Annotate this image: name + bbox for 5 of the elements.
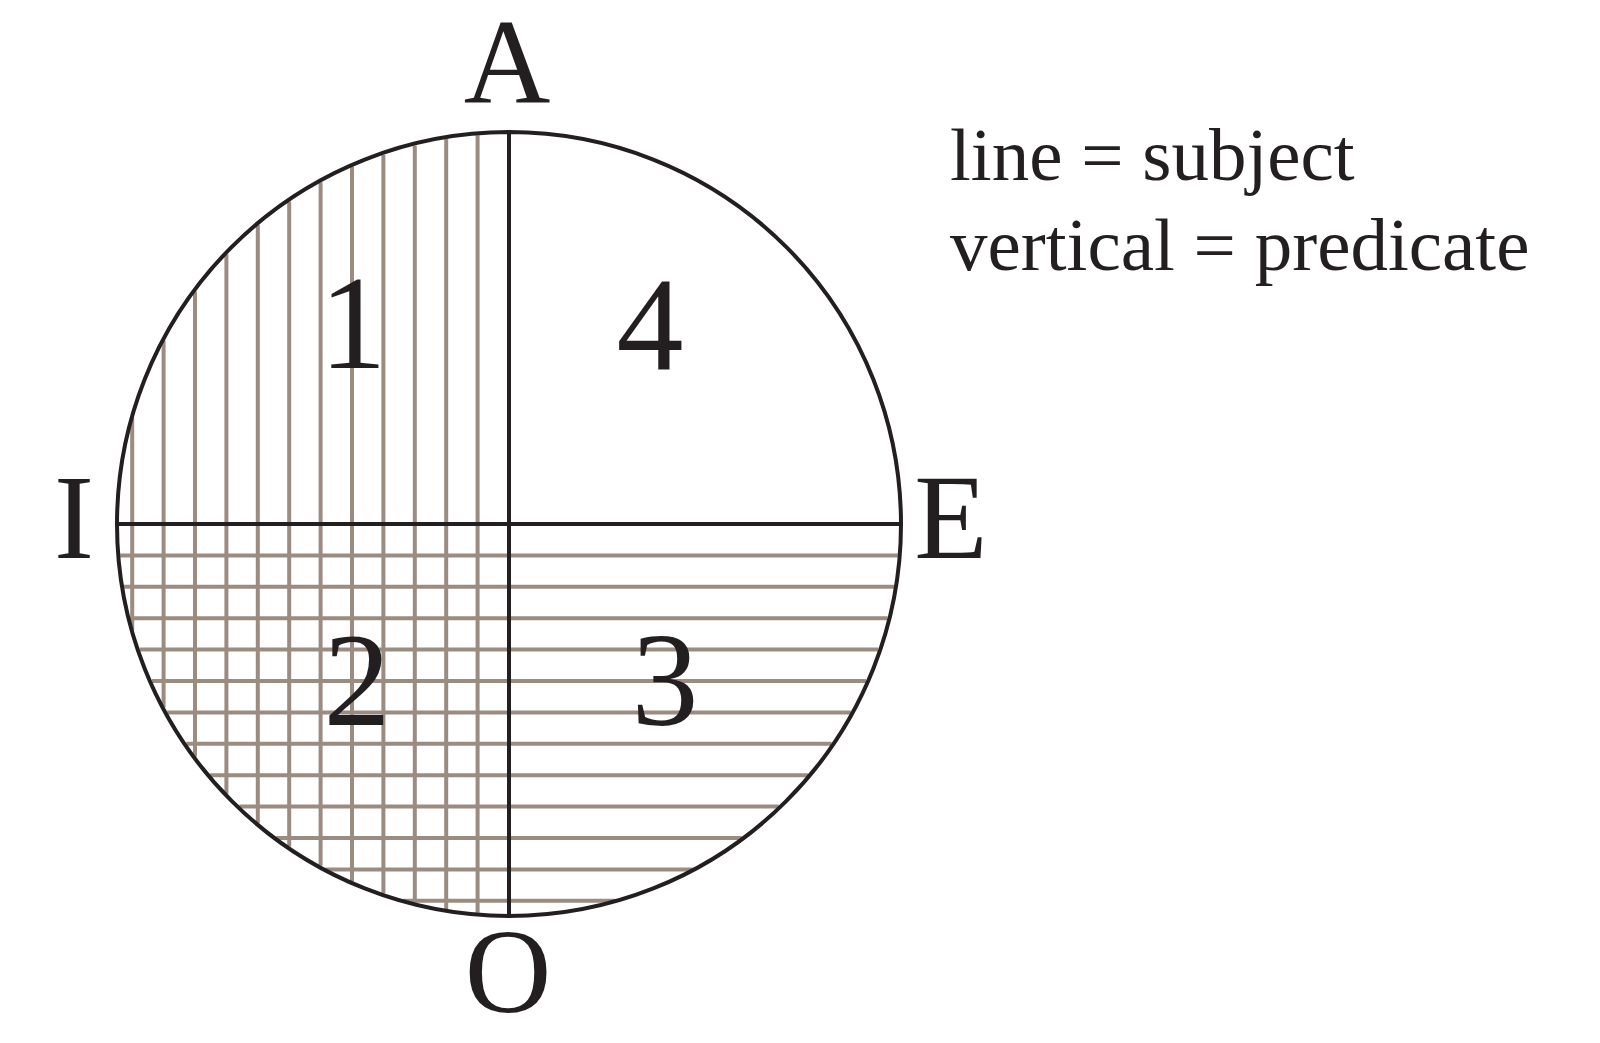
vertex-letter: I	[54, 472, 94, 563]
vertex-letter: A	[463, 17, 551, 108]
vertex-letter: E	[914, 472, 988, 563]
vertex-letter: O	[464, 926, 552, 1017]
quadrant-number: 4	[616, 273, 684, 374]
